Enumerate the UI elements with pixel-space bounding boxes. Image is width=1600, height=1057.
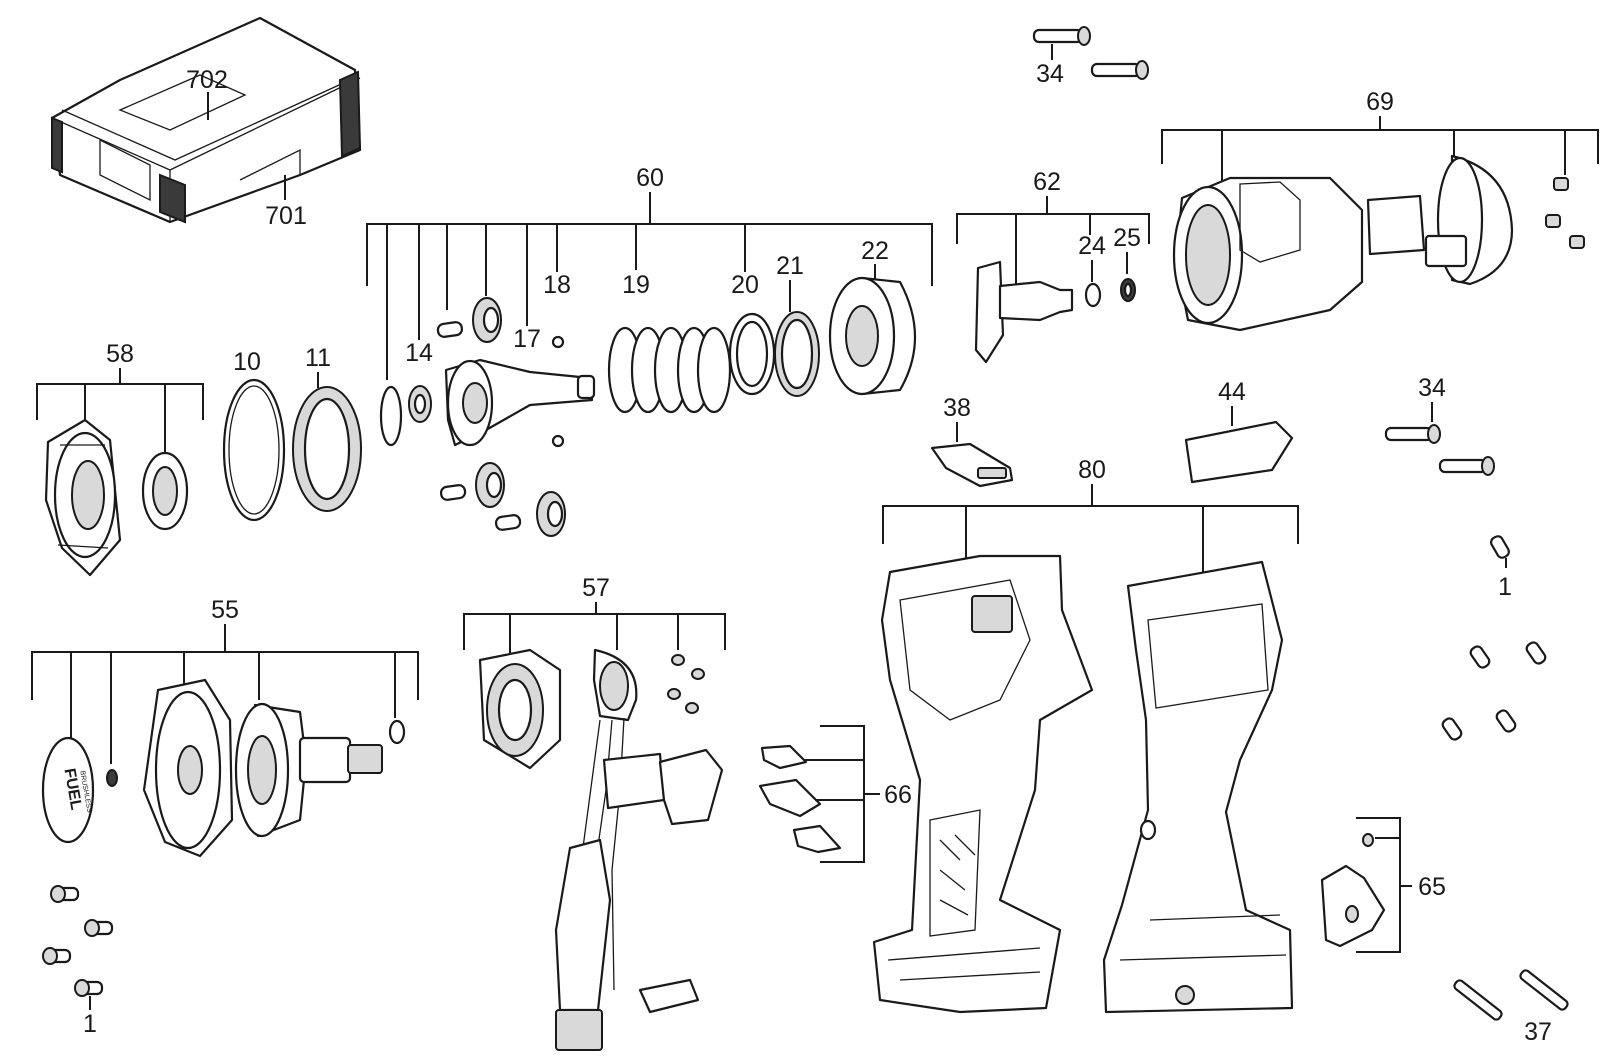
label-1-right: 1	[1498, 573, 1512, 601]
label-701: 701	[265, 202, 307, 230]
screws-1-right: 1	[1441, 535, 1547, 741]
label-10: 10	[233, 348, 261, 376]
group-66: 66	[758, 725, 912, 863]
label-55: 55	[211, 596, 239, 624]
group-69: 69	[1161, 88, 1599, 332]
part-44: 44	[1184, 378, 1294, 484]
label-62: 62	[1033, 168, 1061, 196]
group-80: 80	[872, 456, 1299, 1014]
label-18: 18	[543, 271, 571, 299]
group-55: 55 FUEL BRUSHLESS	[31, 596, 419, 858]
label-20: 20	[731, 271, 759, 299]
label-11: 11	[305, 344, 331, 372]
group-57: 57	[463, 574, 726, 1051]
screws-1-left: 1	[42, 885, 114, 1038]
label-65: 65	[1418, 873, 1446, 901]
label-22: 22	[861, 237, 889, 265]
group-62: 62 24 25	[956, 168, 1150, 364]
carry-case: 702 701	[50, 16, 362, 230]
label-58: 58	[106, 340, 134, 368]
screws-34-right: 34	[1384, 374, 1495, 476]
part-38: 38	[930, 394, 1014, 488]
spring-19	[607, 326, 732, 414]
label-57: 57	[582, 574, 610, 602]
group-65: 65	[1320, 817, 1446, 953]
label-66: 66	[884, 781, 912, 809]
group-60: 60 18 19 20 21 22 14 17	[366, 164, 933, 537]
label-17: 17	[513, 325, 541, 353]
screws-34-top: 34	[1032, 26, 1149, 88]
label-21: 21	[776, 252, 804, 280]
label-69: 69	[1366, 88, 1394, 116]
label-80: 80	[1078, 456, 1106, 484]
label-25: 25	[1113, 224, 1141, 252]
label-1-left: 1	[83, 1010, 97, 1038]
screws-37: 37	[1453, 969, 1569, 1046]
label-37: 37	[1524, 1018, 1552, 1046]
label-38: 38	[943, 394, 971, 422]
label-24: 24	[1078, 232, 1106, 260]
label-19: 19	[622, 271, 650, 299]
label-14: 14	[405, 339, 433, 367]
group-58: 58	[36, 340, 204, 577]
label-34-top: 34	[1036, 60, 1064, 88]
label-44: 44	[1218, 378, 1246, 406]
label-34-right: 34	[1418, 374, 1446, 402]
part-10-11: 10 11	[222, 344, 362, 522]
screws-57	[667, 654, 705, 714]
label-702: 702	[186, 66, 228, 94]
label-60: 60	[636, 164, 664, 192]
